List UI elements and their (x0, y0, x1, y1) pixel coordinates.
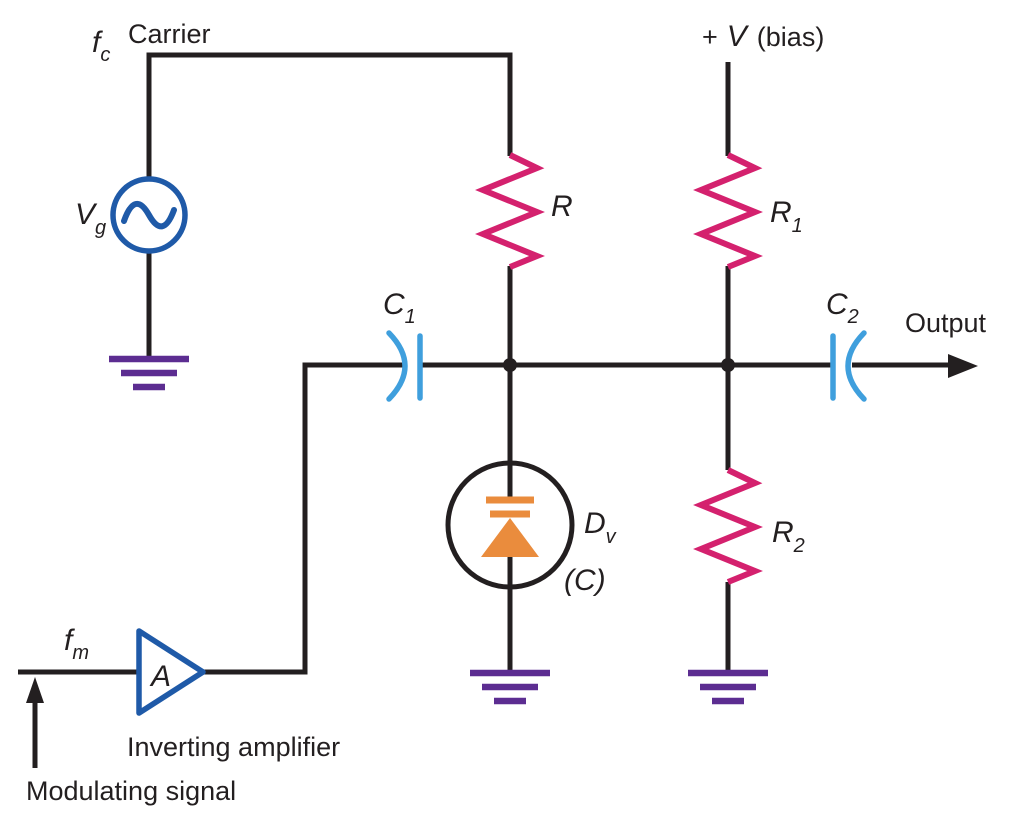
varactor-anode-triangle (481, 518, 539, 557)
output-label: Output (905, 308, 987, 338)
varactor-label: Dv (584, 507, 617, 548)
junction-dot-left (503, 358, 517, 372)
bias-label: +V(bias) (702, 20, 824, 53)
resistor-r2 (693, 467, 763, 585)
modulating-signal-caption: Modulating signal (26, 776, 236, 806)
varactor-cap-label: (C) (564, 564, 606, 597)
junction-dot-right (721, 358, 735, 372)
ground-varactor (470, 669, 550, 705)
resistor-r2-label: R2 (772, 516, 805, 557)
resistor-r (475, 152, 545, 270)
amplifier-to-c1-wire (203, 362, 403, 675)
carrier-generator (110, 176, 188, 254)
c2-curved-plate (845, 330, 867, 402)
cap-c1-label: C1 (383, 288, 416, 328)
carrier-label: Carrier (128, 19, 211, 49)
output-arrowhead-icon (948, 354, 978, 378)
ground-r2 (688, 669, 768, 705)
amplifier-triangle (136, 628, 206, 716)
ground-generator (109, 355, 189, 391)
cap-c2-label: C2 (826, 288, 859, 328)
resistor-r1-label: R1 (770, 196, 803, 237)
sine-wave-icon (121, 201, 177, 230)
resistor-r1 (693, 152, 763, 270)
c1-curved-plate (386, 330, 408, 402)
modulating-input-arrow (26, 677, 44, 768)
mod-freq-label: fm (64, 624, 89, 664)
input-arrowhead-icon (26, 677, 44, 703)
amp-gain-label: A (149, 660, 171, 693)
resistor-r-label: R (551, 190, 573, 223)
inverting-amplifier-caption: Inverting amplifier (127, 732, 340, 762)
capacitor-c2 (830, 330, 867, 402)
varactor-diode-symbol (481, 496, 539, 557)
capacitor-c1 (386, 330, 423, 402)
carrier-wire (146, 52, 513, 359)
carrier-freq-label: fc (92, 26, 110, 66)
generator-label: Vg (75, 198, 106, 239)
